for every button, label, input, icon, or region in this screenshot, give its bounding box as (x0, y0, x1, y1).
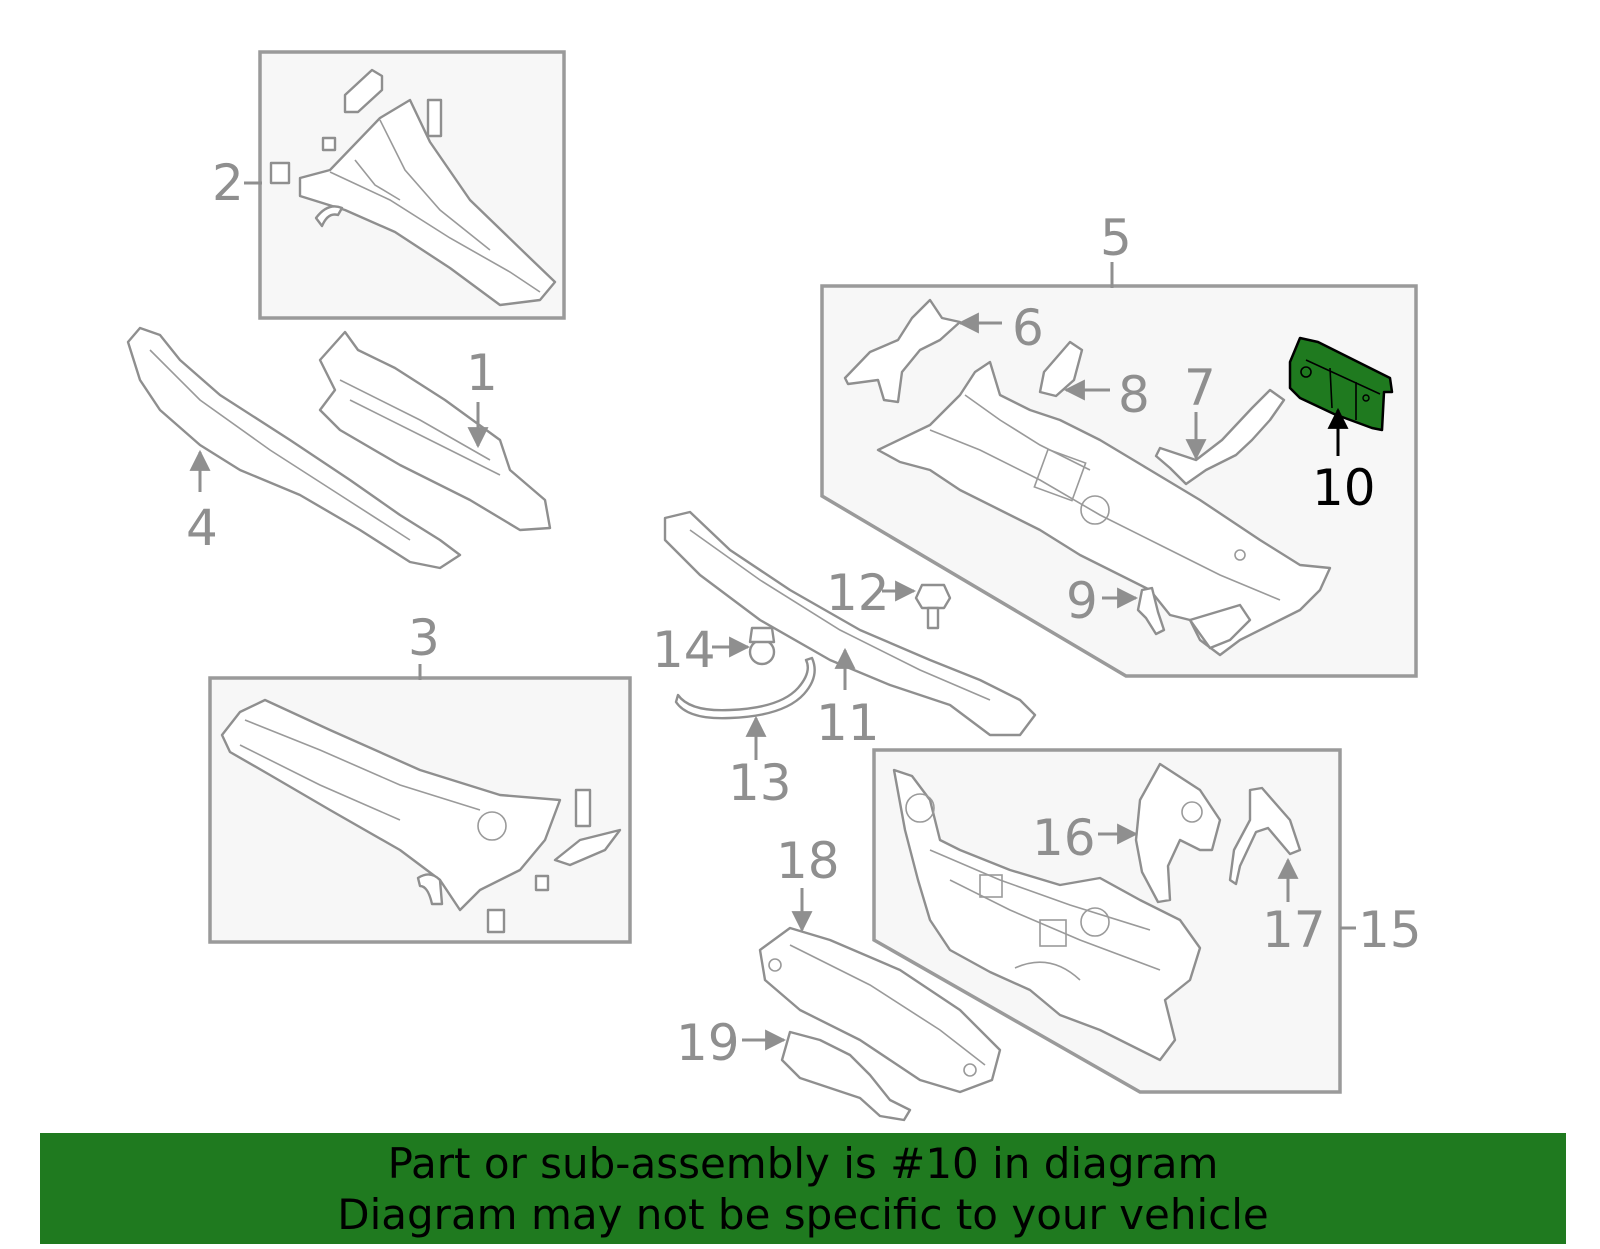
part-19: 19 (676, 1014, 912, 1122)
callout-4: 4 (186, 499, 218, 557)
callout-11: 11 (816, 694, 880, 752)
info-banner: Part or sub-assembly is #10 in diagram D… (40, 1133, 1566, 1244)
part-1: 1 (318, 330, 552, 532)
callout-17: 17 (1262, 901, 1326, 959)
banner-line-1: Part or sub-assembly is #10 in diagram (387, 1139, 1219, 1188)
callout-12: 12 (826, 564, 890, 622)
part-12: 12 (826, 564, 952, 630)
callout-8: 8 (1118, 366, 1150, 424)
part-18: 18 (758, 832, 1002, 1094)
callout-9: 9 (1066, 572, 1098, 630)
callout-3: 3 (408, 609, 440, 667)
callout-16: 16 (1032, 809, 1096, 867)
callout-10: 10 (1312, 459, 1376, 517)
part-14: 14 (652, 621, 776, 679)
part-4: 4 (126, 326, 462, 570)
callout-18: 18 (776, 832, 840, 890)
callout-15: 15 (1358, 901, 1422, 959)
part-11: 11 (663, 510, 1037, 752)
callout-13: 13 (728, 754, 792, 812)
callout-2: 2 (212, 154, 244, 212)
group-15-box: 15 16 17 (872, 748, 1422, 1094)
callout-19: 19 (676, 1014, 740, 1072)
callout-14: 14 (652, 621, 716, 679)
part-10-highlighted[interactable] (1288, 336, 1394, 432)
callout-6: 6 (1012, 299, 1044, 357)
group-3-box: 3 (208, 609, 632, 944)
part-13: 13 (674, 656, 816, 812)
banner-line-2: Diagram may not be specific to your vehi… (337, 1190, 1269, 1239)
callout-5: 5 (1100, 209, 1132, 267)
callout-7: 7 (1184, 359, 1216, 417)
group-2-box: 2 (212, 50, 566, 320)
callout-1: 1 (466, 344, 498, 402)
group-5-box: 5 6 8 7 9 10 (820, 209, 1418, 678)
